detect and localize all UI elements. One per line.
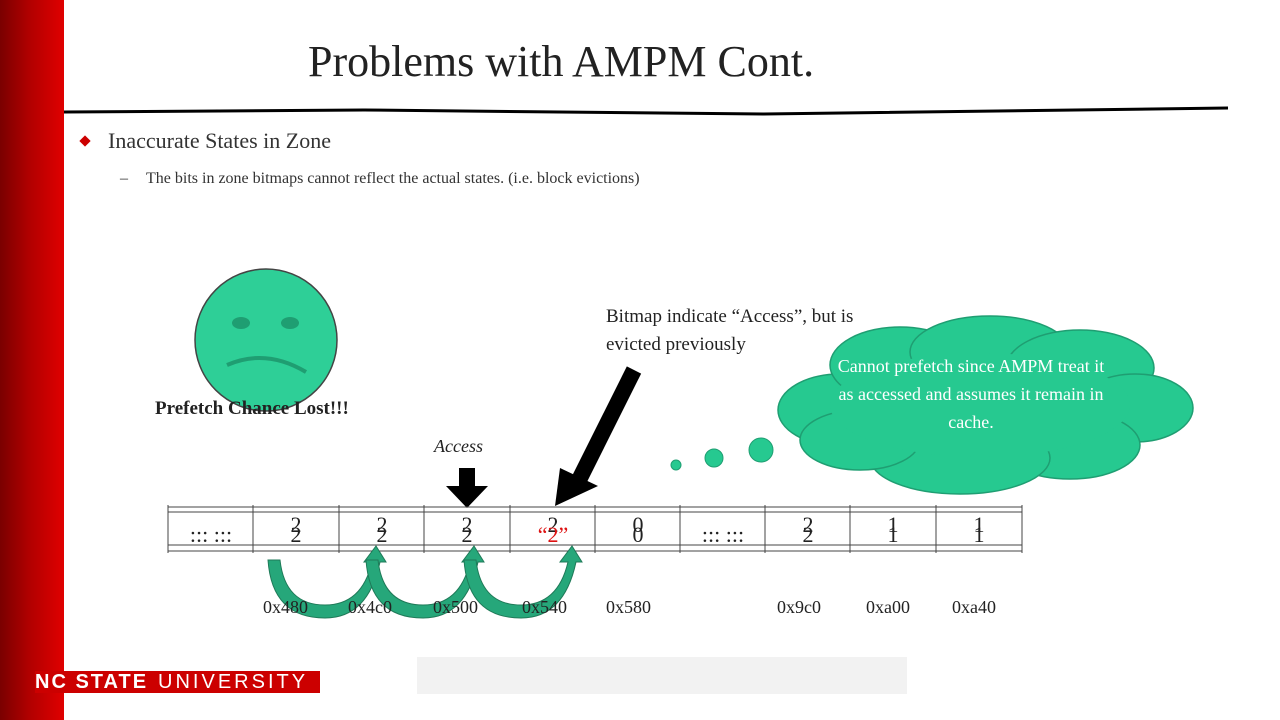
bullet-inaccurate-states: Inaccurate States in Zone [78, 128, 331, 154]
footer-placeholder-box [417, 657, 907, 694]
bitmap-cell: 1 [887, 522, 899, 547]
prefetch-lost-label: Prefetch Chance Lost!!! [155, 398, 349, 419]
bitmap-cell-top: 0 [632, 512, 644, 537]
bitmap-cell-top: 2 [290, 512, 302, 537]
logo-university: UNIVERSITY [150, 671, 321, 693]
sad-face-icon [194, 268, 338, 412]
address-label: 0x540 [522, 597, 567, 617]
logo-nc-state: NC STATE [35, 671, 151, 693]
access-arrow-icon [446, 468, 488, 508]
bitmap-cell-top: 1 [973, 512, 985, 537]
left-sidebar-band [0, 0, 64, 720]
bitmap-cell: 2 [376, 522, 388, 547]
address-label: 0x9c0 [777, 597, 821, 617]
address-label: 0x4c0 [348, 597, 392, 617]
thought-cloud-shape [777, 315, 1194, 495]
bitmap-cell-top: 1 [887, 512, 899, 537]
address-label: 0xa40 [952, 597, 996, 617]
bitmap-cell: 2 [290, 522, 302, 547]
bitmap-note-text: Bitmap indicate “Access”, but is evicted… [606, 306, 854, 355]
bitmap-cell-top: 2 [547, 512, 559, 537]
cloud-text: Cannot prefetch since AMPM treat it as a… [837, 356, 1105, 432]
nc-state-logo: NC STATE UNIVERSITY [35, 671, 321, 693]
bitmap-cell-top: 2 [376, 512, 388, 537]
bitmap-cell-top: 2 [802, 512, 814, 537]
slide-title: Problems with AMPM Cont. [308, 37, 815, 86]
bitmap-cell-top: 2 [461, 512, 473, 537]
thought-bubble-dots [670, 437, 774, 471]
address-label: 0x580 [606, 597, 651, 617]
bitmap-table-grid [167, 505, 1023, 553]
bullet-text: Inaccurate States in Zone [108, 128, 331, 153]
sub-bullet-text: The bits in zone bitmaps cannot reflect … [146, 170, 640, 187]
eviction-pointer-arrow [555, 366, 642, 506]
prefetch-curved-arrows [267, 545, 583, 619]
bitmap-cell: ::: ::: [189, 522, 233, 547]
address-label: 0x480 [263, 597, 308, 617]
bitmap-cell: ::: ::: [701, 522, 745, 547]
access-label: Access [434, 436, 483, 456]
address-label: 0x500 [433, 597, 478, 617]
sub-bullet: – The bits in zone bitmaps cannot reflect… [120, 170, 640, 188]
bitmap-cell: 2 [461, 522, 473, 547]
address-label: 0xa00 [866, 597, 910, 617]
bitmap-cell-evicted: “2” [537, 522, 569, 547]
sub-bullet-dash: – [120, 170, 128, 187]
bitmap-cell: 0 [632, 522, 644, 547]
title-underline [64, 106, 1228, 116]
bitmap-cell: 1 [973, 522, 985, 547]
bitmap-cell: 2 [802, 522, 814, 547]
